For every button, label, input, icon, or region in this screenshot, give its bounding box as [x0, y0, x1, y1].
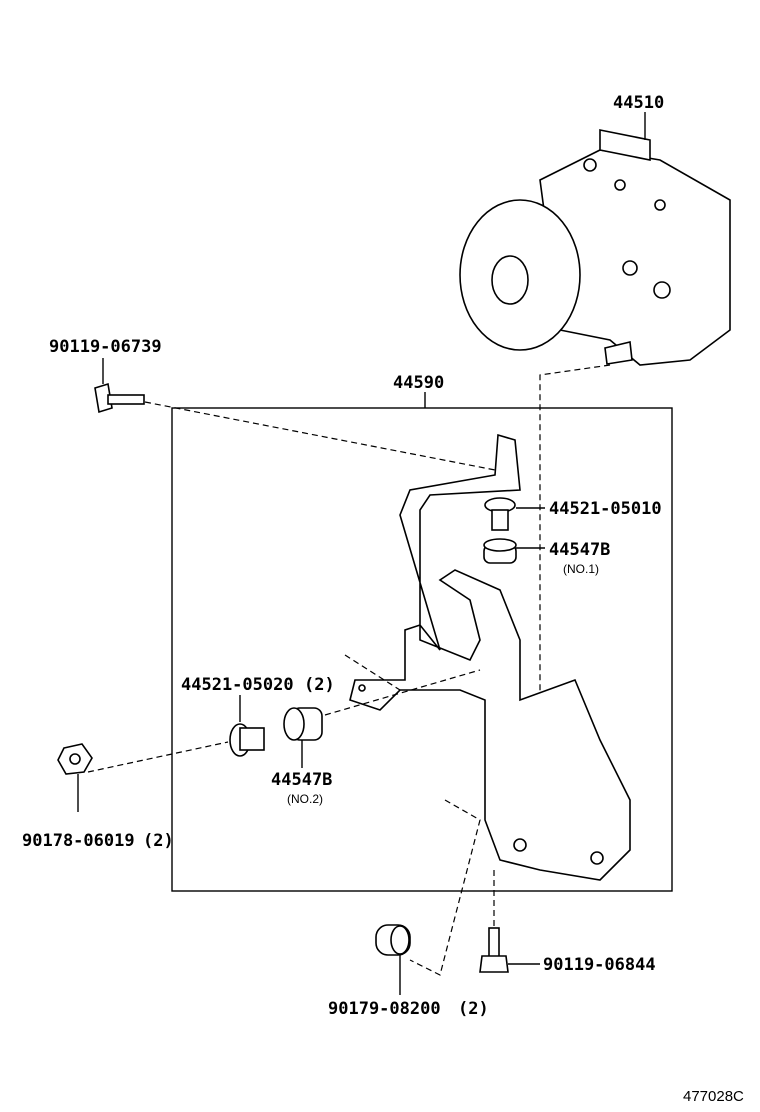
guide-actuator-to-bracket [539, 364, 611, 700]
label-44547B-no2[interactable]: 44547B [271, 770, 332, 790]
bracket-illustration [349, 433, 631, 881]
abs-actuator-illustration [459, 129, 731, 366]
label-90119-06844[interactable]: 90119-06844 [543, 955, 656, 975]
collar-no1-illustration [484, 497, 516, 531]
guide-cushion-no2 [324, 654, 481, 716]
collar-no2-illustration [229, 723, 265, 757]
cushion-no1-illustration [483, 538, 517, 564]
label-90119-06739[interactable]: 90119-06739 [49, 337, 162, 357]
label-90179-08200[interactable]: 90179-08200 [328, 999, 441, 1019]
qty-44521-05020: (2) [304, 675, 335, 695]
grommet-illustration [375, 924, 411, 956]
label-44590[interactable]: 44590 [393, 373, 444, 393]
label-90178-06019[interactable]: 90178-06019 [22, 831, 135, 851]
nut-illustration [57, 743, 93, 775]
guide-grommet [409, 799, 481, 976]
bracket-group-frame [171, 407, 673, 892]
label-44521-05010[interactable]: 44521-05010 [549, 499, 662, 519]
note-no2: (NO.2) [287, 792, 323, 806]
bolt-upper-illustration [94, 382, 145, 414]
qty-90178-06019: (2) [143, 831, 174, 851]
label-44510[interactable]: 44510 [613, 93, 664, 113]
guide-upper-bolt [144, 401, 496, 471]
guide-nut [87, 741, 229, 773]
reference-code: 477028C [683, 1088, 744, 1105]
cushion-no2-illustration [283, 707, 323, 741]
label-44521-05020[interactable]: 44521-05020 [181, 675, 294, 695]
bolt-lower-illustration [479, 927, 509, 973]
note-no1: (NO.1) [563, 562, 599, 576]
qty-90179-08200: (2) [458, 999, 489, 1019]
label-44547B-no1[interactable]: 44547B [549, 540, 610, 560]
